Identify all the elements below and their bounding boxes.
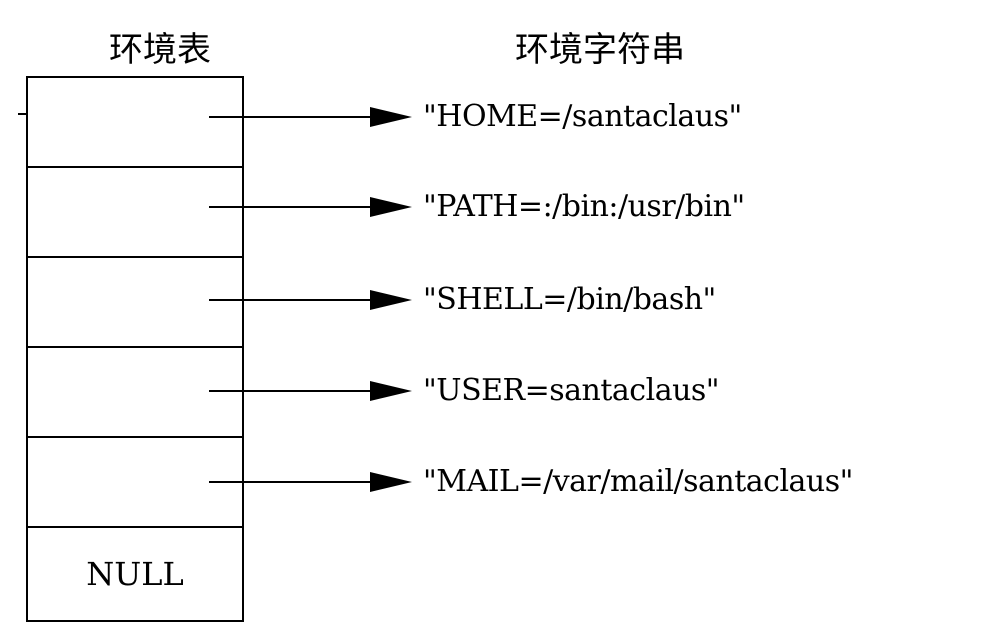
env-string-mail: "MAIL=/var/mail/santaclaus" (423, 464, 853, 499)
table-cell-3 (28, 258, 242, 348)
env-string-home: "HOME=/santaclaus" (423, 99, 742, 134)
table-cell-null: NULL (28, 528, 242, 618)
table-cell-4 (28, 348, 242, 438)
arrow-4 (209, 381, 412, 401)
environment-table-label: 环境表 (109, 30, 211, 70)
table-cell-1 (28, 78, 242, 168)
environment-table: NULL (26, 76, 244, 622)
arrow-2 (209, 197, 412, 217)
env-string-shell: "SHELL=/bin/bash" (423, 282, 716, 317)
environment-strings-label: 环境字符串 (515, 30, 685, 70)
env-string-path: "PATH=:/bin:/usr/bin" (423, 189, 745, 224)
arrow-1 (209, 107, 412, 127)
table-cell-2 (28, 168, 242, 258)
null-terminator: NULL (86, 555, 184, 593)
arrow-3 (209, 290, 412, 310)
env-string-user: "USER=santaclaus" (423, 373, 720, 408)
table-cell-5 (28, 438, 242, 528)
pointer-tick (18, 113, 27, 115)
arrow-5 (209, 472, 412, 492)
